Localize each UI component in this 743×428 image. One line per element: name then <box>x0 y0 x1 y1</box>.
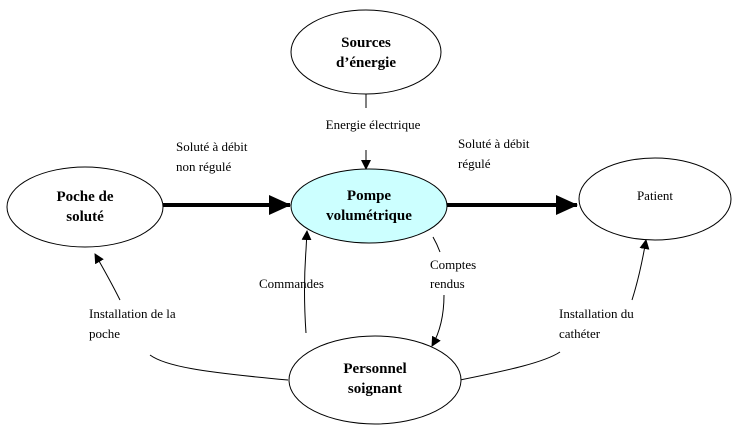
arrow-comptes <box>431 294 445 347</box>
node-sources: Sources d’énergie <box>290 9 442 95</box>
arrow-installation-catheter-up <box>631 239 650 301</box>
node-sources-line2: d’énergie <box>336 55 396 71</box>
node-patient: Patient <box>578 157 732 241</box>
arrow-installation-poche <box>149 354 289 381</box>
label-comptes-line2: rendus <box>430 276 465 291</box>
node-personnel-line1: Personnel <box>343 361 406 377</box>
node-poche-line1: Poche de <box>56 189 113 205</box>
node-pompe-line1: Pompe <box>347 188 392 204</box>
node-poche-line2: soluté <box>66 209 104 225</box>
label-regule-line1: Soluté à débit <box>458 136 530 151</box>
node-pompe-line2: volumétrique <box>326 208 412 224</box>
node-sources-shape <box>290 9 442 95</box>
arrow-installation-poche-up <box>94 253 121 301</box>
node-personnel-line2: soignant <box>348 381 402 397</box>
label-comptes-line1: Comptes <box>430 257 476 272</box>
label-commandes: Commandes <box>259 276 324 291</box>
connectors <box>94 94 650 381</box>
arrow-installation-catheter <box>459 351 561 381</box>
label-installation-catheter-line1: Installation du <box>559 306 634 321</box>
node-sources-line1: Sources <box>341 35 391 51</box>
label-non-regule-line2: non régulé <box>176 159 231 174</box>
node-poche-shape <box>6 166 164 248</box>
label-non-regule-line1: Soluté à débit <box>176 139 248 154</box>
connector-comptes-top <box>432 236 441 253</box>
label-regule-line2: régulé <box>458 156 491 171</box>
edge-labels: Energie électrique Soluté à débit non ré… <box>89 117 634 341</box>
node-pompe: Pompe volumétrique <box>290 168 448 244</box>
label-energie: Energie électrique <box>326 117 421 132</box>
node-patient-line1: Patient <box>637 188 673 203</box>
node-personnel: Personnel soignant <box>288 335 462 425</box>
node-patient-shape <box>578 157 732 241</box>
label-installation-catheter-line2: cathéter <box>559 326 601 341</box>
node-pompe-shape <box>290 168 448 244</box>
label-installation-poche-line2: poche <box>89 326 120 341</box>
node-poche: Poche de soluté <box>6 166 164 248</box>
arrow-commandes <box>301 230 312 334</box>
node-personnel-shape <box>288 335 462 425</box>
label-installation-poche-line1: Installation de la <box>89 306 176 321</box>
